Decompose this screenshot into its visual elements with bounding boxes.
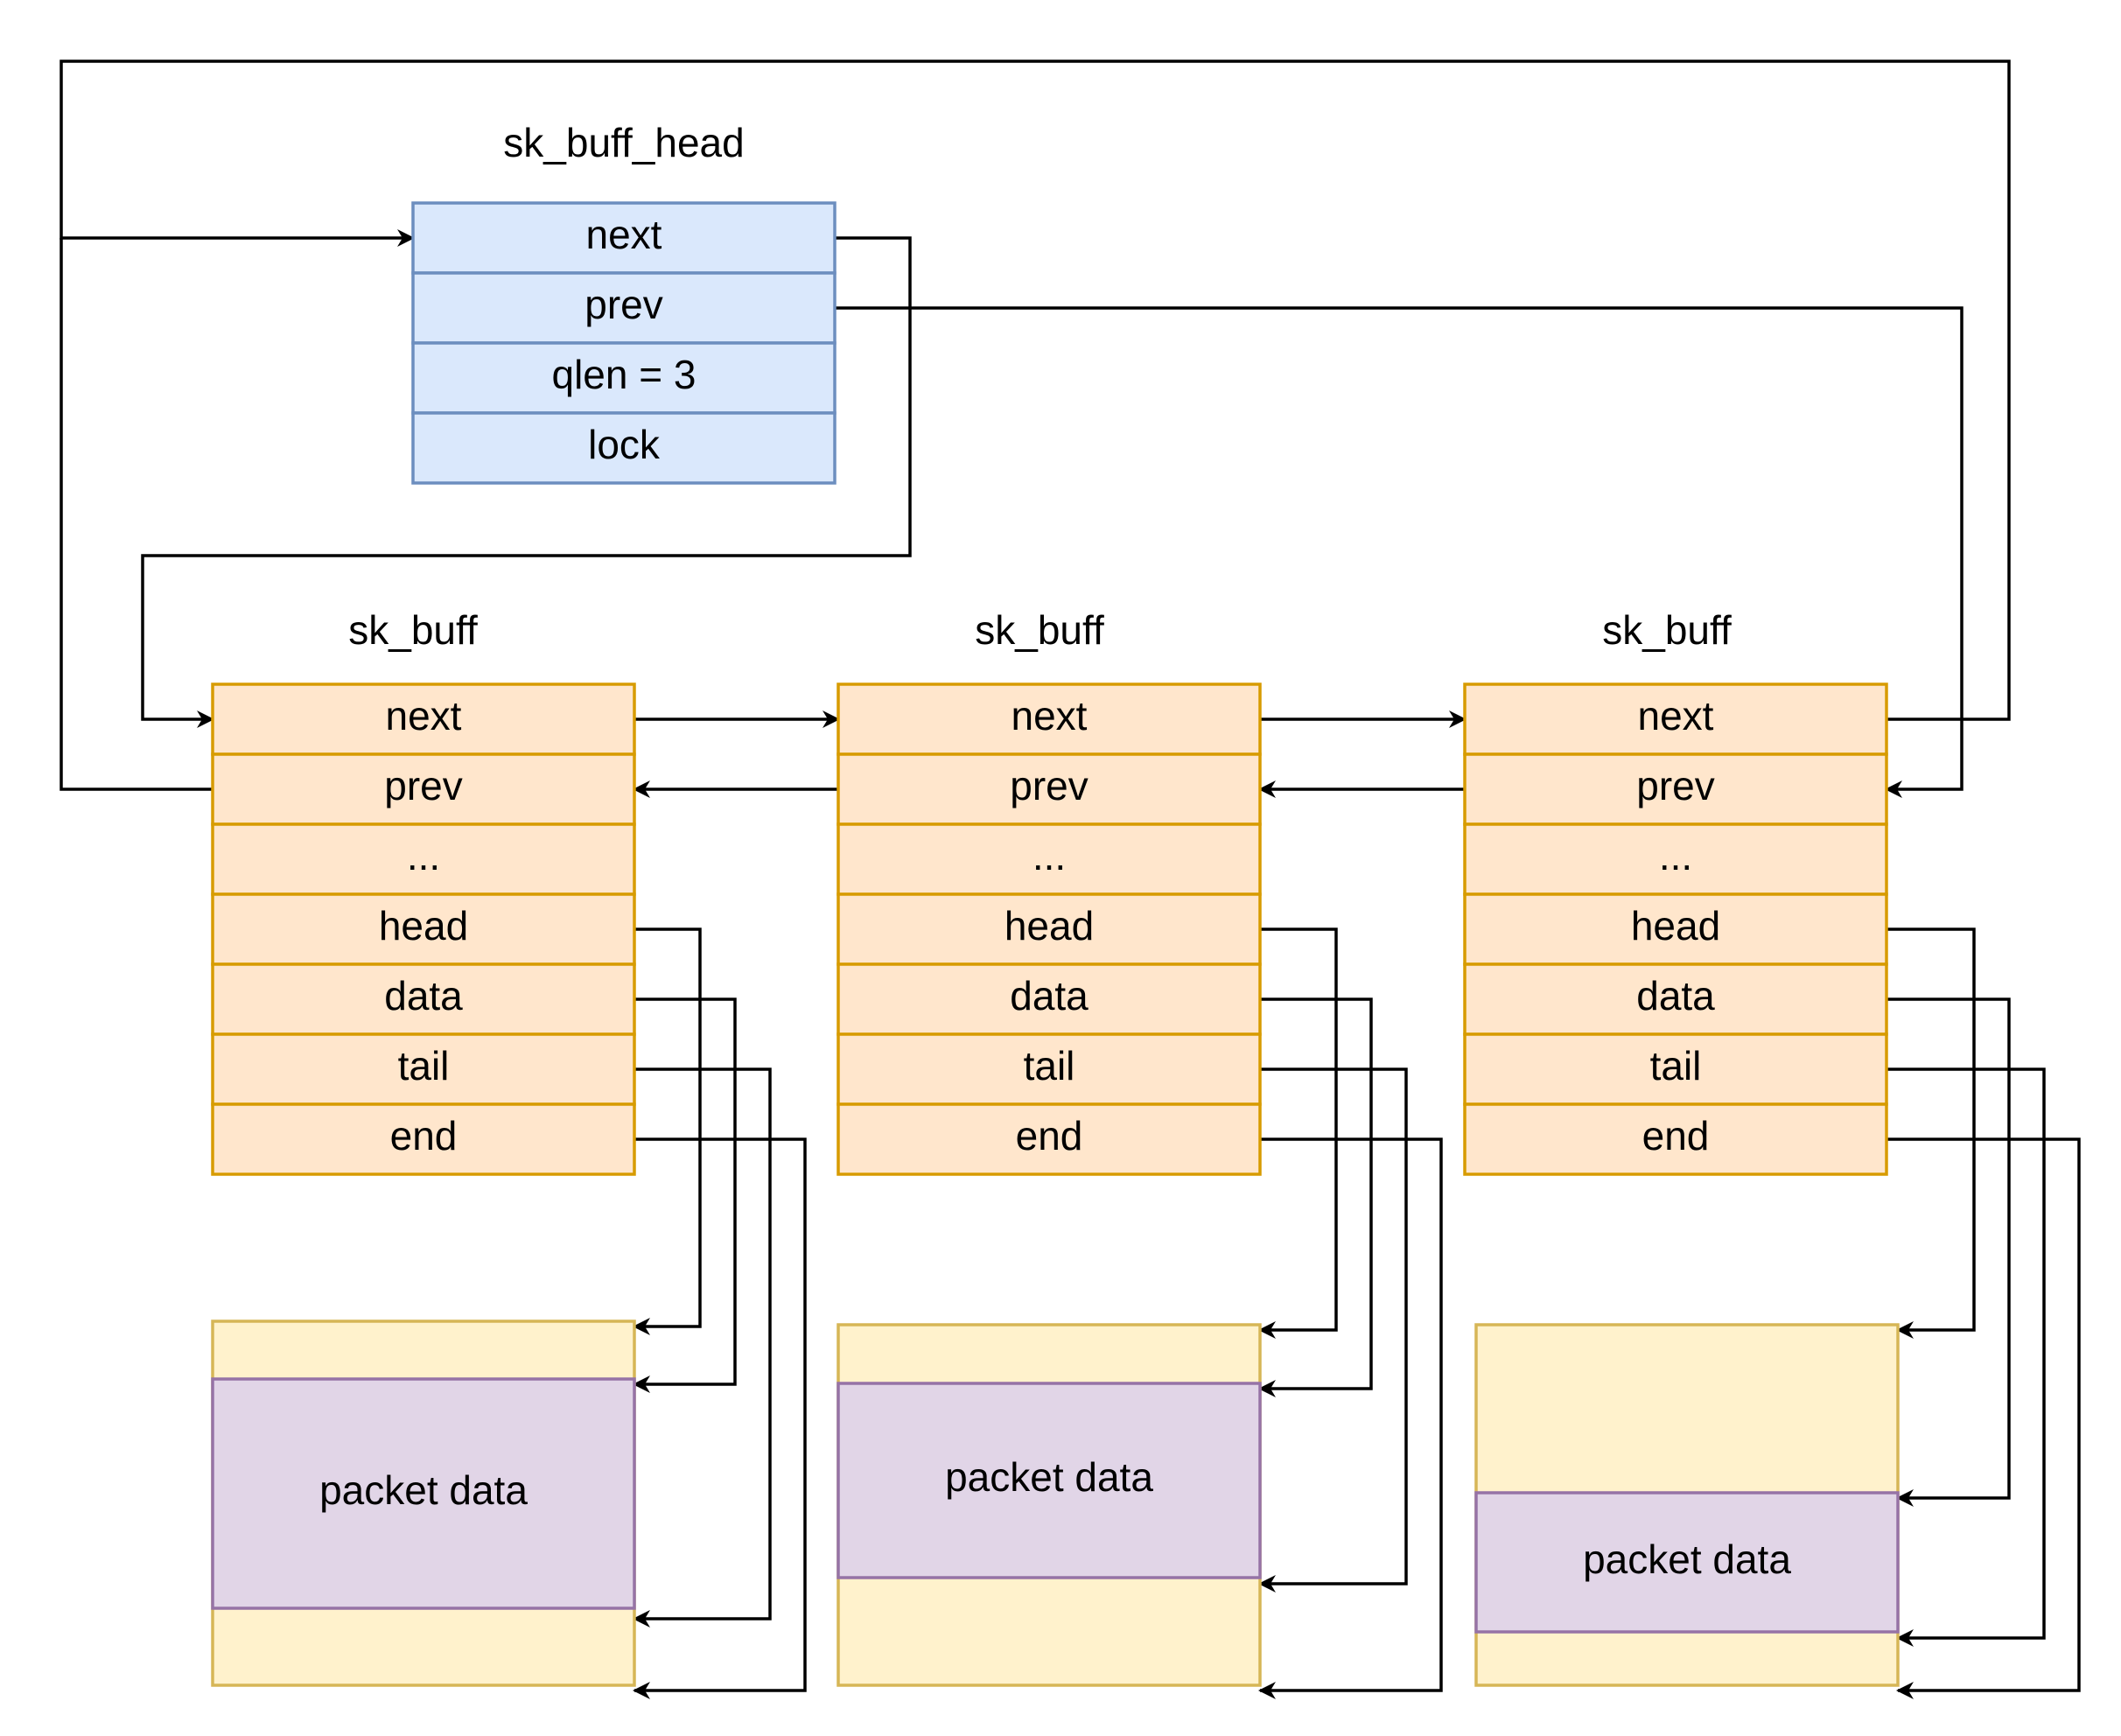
field-label: data xyxy=(1636,973,1715,1018)
sk-buff-title: sk_buff xyxy=(1602,607,1732,653)
field-label: head xyxy=(1004,903,1094,948)
field-label: end xyxy=(1642,1113,1710,1158)
sk-buff-head-field-next: next xyxy=(411,201,836,275)
field-label: tail xyxy=(398,1043,450,1088)
sk-buff-1-field-tail: tail xyxy=(211,1032,636,1106)
sk-buff-head-struct: sk_buff_head next prev qlen = 3 lock xyxy=(411,120,836,485)
sk-buff-head-field-lock: lock xyxy=(411,411,836,485)
field-label: next xyxy=(586,212,662,257)
packet-data-label: packet data xyxy=(1583,1536,1791,1582)
sk-buff-1-field-prev: prev xyxy=(211,752,636,826)
sk-buff-1-field-head: head xyxy=(211,892,636,966)
field-label: tail xyxy=(1024,1043,1075,1088)
field-label: prev xyxy=(384,763,462,808)
field-label: prev xyxy=(584,282,662,327)
sk-buff-3-packet-data xyxy=(1474,1491,1900,1634)
sk-buff-3-field-tail: tail xyxy=(1463,1032,1888,1106)
buf2-tail-pointer xyxy=(1258,1068,1408,1592)
buf2-data-pointer xyxy=(1258,998,1373,1397)
field-label: end xyxy=(1016,1113,1083,1158)
buf1-tail-pointer xyxy=(633,1068,772,1628)
head-prev-pointer xyxy=(835,306,1964,798)
field-label: prev xyxy=(1636,763,1714,808)
packet-data-label: packet data xyxy=(319,1467,528,1513)
buf3-data-pointer xyxy=(1886,998,2011,1507)
sk-buff-1-field-ellipsis: ... xyxy=(211,822,636,896)
sk-buff-1-field-next: next xyxy=(211,682,636,756)
sk-buff-3-field-end: end xyxy=(1463,1102,1888,1176)
sk-buff-3-field-data: data xyxy=(1463,962,1888,1036)
field-label: lock xyxy=(588,422,661,467)
buf1-end-pointer xyxy=(633,1138,807,1699)
field-label: next xyxy=(386,693,462,738)
buf3-end-pointer xyxy=(1886,1138,2081,1699)
field-label: next xyxy=(1012,693,1088,738)
sk-buff-3-field-ellipsis: ... xyxy=(1463,822,1888,896)
sk-buff-2-field-end: end xyxy=(836,1102,1262,1176)
pointer-connectors xyxy=(60,60,2081,1699)
sk-buff-1-field-end: end xyxy=(211,1102,636,1176)
sk-buff-2-packet-data xyxy=(836,1382,1262,1579)
field-label: head xyxy=(1631,903,1720,948)
field-label: end xyxy=(390,1113,458,1158)
field-label: data xyxy=(384,973,463,1018)
buf2-end-pointer xyxy=(1258,1138,1443,1699)
sk-buff-head-title: sk_buff_head xyxy=(503,120,744,165)
sk-buff-3: sk_buff next prev ... head data tail end xyxy=(1463,607,1900,1687)
first-prev-wrap-pointer xyxy=(60,238,213,791)
sk-buff-2-field-next: next xyxy=(836,682,1262,756)
head-next-pointer xyxy=(141,236,912,728)
buf3-tail-pointer xyxy=(1886,1068,2046,1647)
sk-buff-head-field-prev: prev xyxy=(411,271,836,345)
sk-buff-1-field-data: data xyxy=(211,962,636,1036)
sk-buff-2-field-head: head xyxy=(836,892,1262,966)
field-label: head xyxy=(379,903,468,948)
sk-buff-2-field-tail: tail xyxy=(836,1032,1262,1106)
sk-buff-1-packet-data xyxy=(211,1377,636,1610)
buf1-data-pointer xyxy=(633,998,737,1393)
field-label: ... xyxy=(1032,833,1066,878)
field-label: qlen = 3 xyxy=(552,352,696,397)
sk-buff-title: sk_buff xyxy=(348,607,478,653)
sk-buff-3-field-head: head xyxy=(1463,892,1888,966)
buf1-head-pointer xyxy=(633,928,702,1335)
field-label: ... xyxy=(407,833,440,878)
field-label: ... xyxy=(1659,833,1692,878)
sk-buff-1: sk_buff next prev ... head data tail end xyxy=(211,607,636,1687)
sk-buff-3-field-prev: prev xyxy=(1463,752,1888,826)
sk-buff-2-field-ellipsis: ... xyxy=(836,822,1262,896)
field-label: next xyxy=(1638,693,1714,738)
sk-buff-head-field-qlen: qlen = 3 xyxy=(411,341,836,415)
sk-buff-2-field-data: data xyxy=(836,962,1262,1036)
sk-buff-title: sk_buff xyxy=(975,607,1104,653)
packet-data-label: packet data xyxy=(945,1454,1153,1500)
sk-buff-2-field-prev: prev xyxy=(836,752,1262,826)
sk-buff-3-field-next: next xyxy=(1463,682,1888,756)
field-label: prev xyxy=(1010,763,1088,808)
buf3-head-pointer xyxy=(1886,928,1976,1339)
field-label: data xyxy=(1010,973,1088,1018)
field-label: tail xyxy=(1650,1043,1702,1088)
buf2-head-pointer xyxy=(1258,928,1338,1339)
last-next-wrap-pointer xyxy=(60,60,2011,721)
sk-buff-2: sk_buff next prev ... head data tail end xyxy=(836,607,1262,1687)
